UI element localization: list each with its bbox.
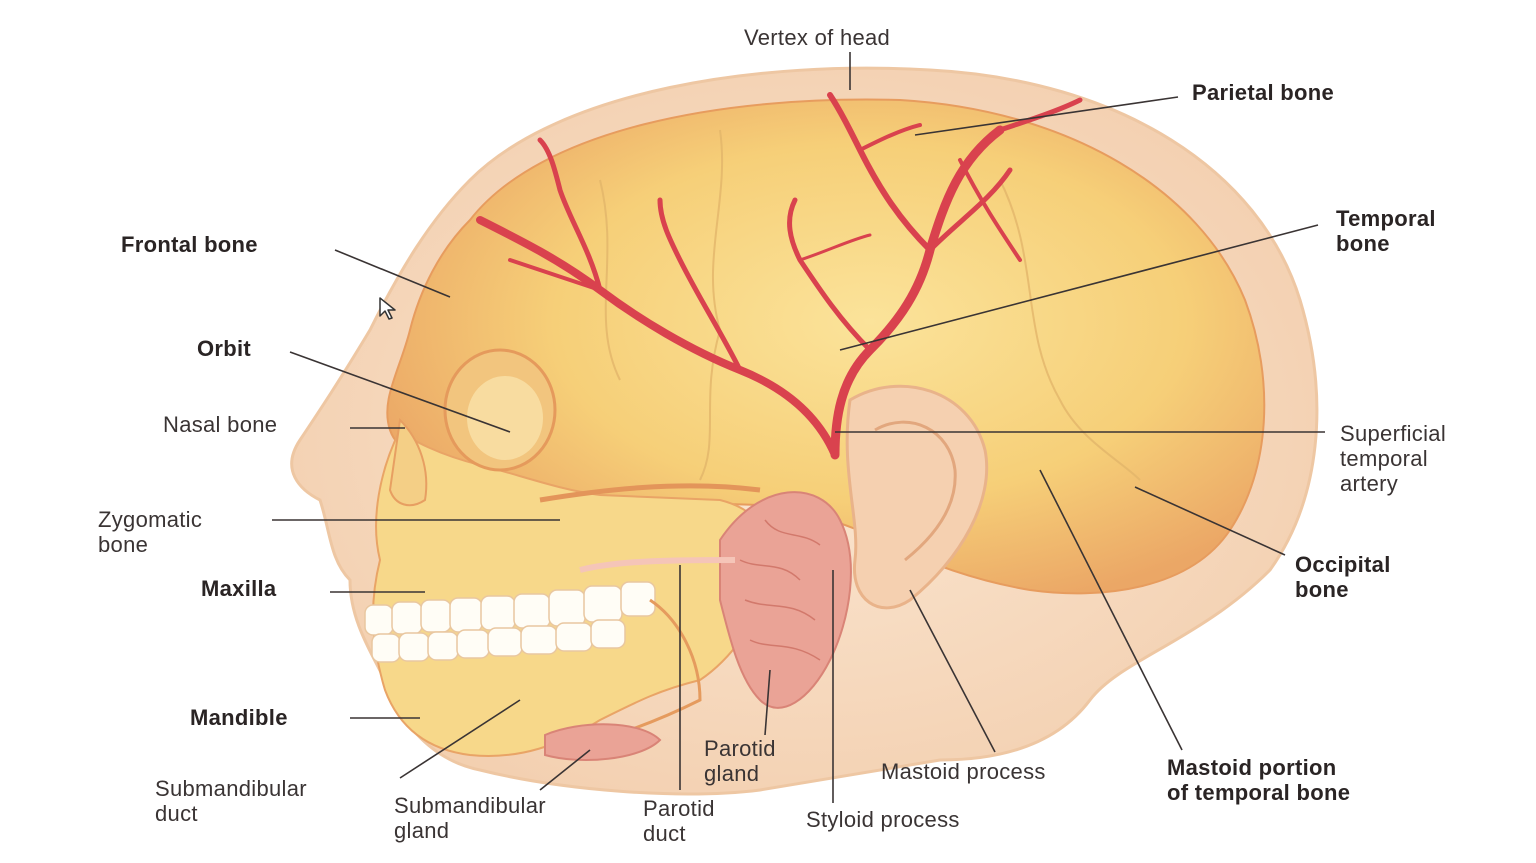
label-frontal-bone: Frontal bone [121,232,258,257]
label-zygomatic-bone: Zygomatic bone [98,507,202,557]
label-maxilla: Maxilla [201,576,276,601]
label-occipital-bone: Occipital bone [1295,552,1391,602]
label-temporal-bone: Temporal bone [1336,206,1436,256]
mouse-pointer-icon [378,296,400,322]
label-orbit: Orbit [197,336,251,361]
label-parotid-duct: Parotid duct [643,796,715,846]
label-submandibular-duct: Submandibular duct [155,776,307,826]
label-submandibular-gland: Submandibular gland [394,793,546,843]
label-mandible: Mandible [190,705,288,730]
label-parotid-gland: Parotid gland [704,736,776,786]
label-vertex-of-head: Vertex of head [744,25,890,50]
label-mastoid-portion: Mastoid portion of temporal bone [1167,755,1350,805]
label-styloid-process: Styloid process [806,807,960,832]
label-nasal-bone: Nasal bone [163,412,277,437]
label-superficial-temporal-artery: Superficial temporal artery [1340,421,1446,496]
label-parietal-bone: Parietal bone [1192,80,1334,105]
label-mastoid-process: Mastoid process [881,759,1046,784]
